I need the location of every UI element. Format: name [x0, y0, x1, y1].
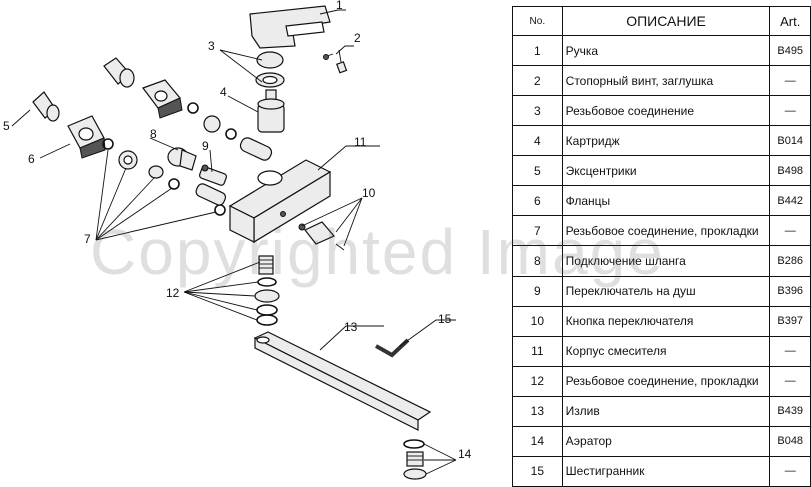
hose-connection-part	[167, 147, 197, 171]
row-art: —	[769, 95, 811, 127]
flange-part	[67, 79, 183, 159]
eccentric-part	[32, 57, 135, 122]
row-art: B397	[769, 305, 811, 337]
callout-11: 11	[354, 135, 367, 149]
callout-8: 8	[150, 127, 157, 141]
spout-part	[253, 331, 432, 431]
set-screw-part	[323, 53, 348, 74]
row-art: —	[769, 365, 811, 397]
cartridge-part	[257, 89, 285, 133]
row-art: —	[769, 65, 811, 97]
row-art: B495	[769, 34, 811, 67]
row-art: B048	[769, 425, 811, 457]
gaskets-left-part	[102, 102, 237, 216]
row-description: Картридж	[561, 125, 771, 157]
callout-1: 1	[336, 0, 343, 12]
mixer-body-part	[228, 159, 332, 244]
callout-14: 14	[458, 447, 472, 461]
row-description: Кнопка переключателя	[561, 305, 771, 337]
aerator-part	[403, 439, 427, 480]
callout-labels: 1 2 3 4 5 6 7 8 9 10 11 12 13 15 14	[3, 0, 472, 461]
row-no: 9	[512, 275, 563, 307]
row-no: 2	[512, 65, 563, 97]
gaskets-bottom-part	[254, 255, 280, 326]
row-art: B442	[769, 185, 811, 217]
row-description: Аэратор	[561, 425, 771, 457]
switch-button-part	[298, 221, 345, 251]
row-no: 6	[512, 185, 563, 217]
row-description: Резьбовое соединение	[561, 95, 771, 127]
row-art: —	[769, 455, 811, 487]
row-description: Подключение шланга	[561, 245, 771, 277]
callout-10: 10	[362, 186, 376, 200]
row-art: B286	[769, 245, 811, 277]
inlet-pipe-part	[195, 137, 273, 206]
leader-lines	[11, 9, 457, 475]
callout-12: 12	[166, 286, 180, 300]
callout-3: 3	[208, 39, 215, 53]
row-description: Переключатель на душ	[561, 275, 771, 307]
row-description: Резьбовое соединение, прокладки	[561, 365, 771, 397]
threaded-connection-part	[255, 51, 285, 88]
callout-14-a: 15	[438, 312, 452, 326]
callout-9: 9	[202, 139, 209, 153]
row-description: Стопорный винт, заглушка	[561, 65, 771, 97]
header-no: No.	[512, 6, 563, 36]
row-no: 11	[512, 335, 563, 367]
row-no: 15	[512, 455, 563, 487]
callout-13: 13	[344, 320, 358, 334]
row-art: B014	[769, 125, 811, 157]
callout-4: 4	[220, 85, 227, 99]
row-no: 4	[512, 125, 563, 157]
shower-diverter-part	[198, 164, 228, 186]
callout-5: 5	[3, 119, 10, 133]
row-no: 10	[512, 305, 563, 337]
row-art: —	[769, 335, 811, 367]
row-art: —	[769, 215, 811, 247]
row-art: B439	[769, 395, 811, 427]
row-art: B498	[769, 155, 811, 187]
row-description: Фланцы	[561, 185, 771, 217]
callout-2: 2	[354, 31, 361, 45]
handle-part	[249, 5, 331, 49]
row-description: Излив	[561, 395, 771, 427]
header-description: ОПИСАНИЕ	[561, 6, 771, 36]
row-description: Шестигранник	[561, 455, 771, 487]
callout-6: 6	[28, 152, 35, 166]
row-no: 14	[512, 425, 563, 457]
header-art: Art.	[769, 6, 811, 36]
exploded-view-diagram: 1 2 3 4 5 6 7 8 9 10 11 12 13 15 14	[3, 0, 472, 480]
row-no: 13	[512, 395, 563, 427]
row-description: Резьбовое соединение, прокладки	[561, 215, 771, 247]
row-no: 8	[512, 245, 563, 277]
row-description: Ручка	[561, 34, 771, 67]
row-description: Корпус смесителя	[561, 335, 771, 367]
row-no: 12	[512, 365, 563, 397]
row-no: 5	[512, 155, 563, 187]
row-no: 3	[512, 95, 563, 127]
row-description: Эксцентрики	[561, 155, 771, 187]
row-no: 7	[512, 215, 563, 247]
callout-7: 7	[84, 232, 91, 246]
row-art: B396	[769, 275, 811, 307]
row-no: 1	[512, 34, 563, 67]
hex-key-part	[375, 338, 410, 358]
table-header-row: No. ОПИСАНИЕ Art.	[512, 6, 811, 36]
